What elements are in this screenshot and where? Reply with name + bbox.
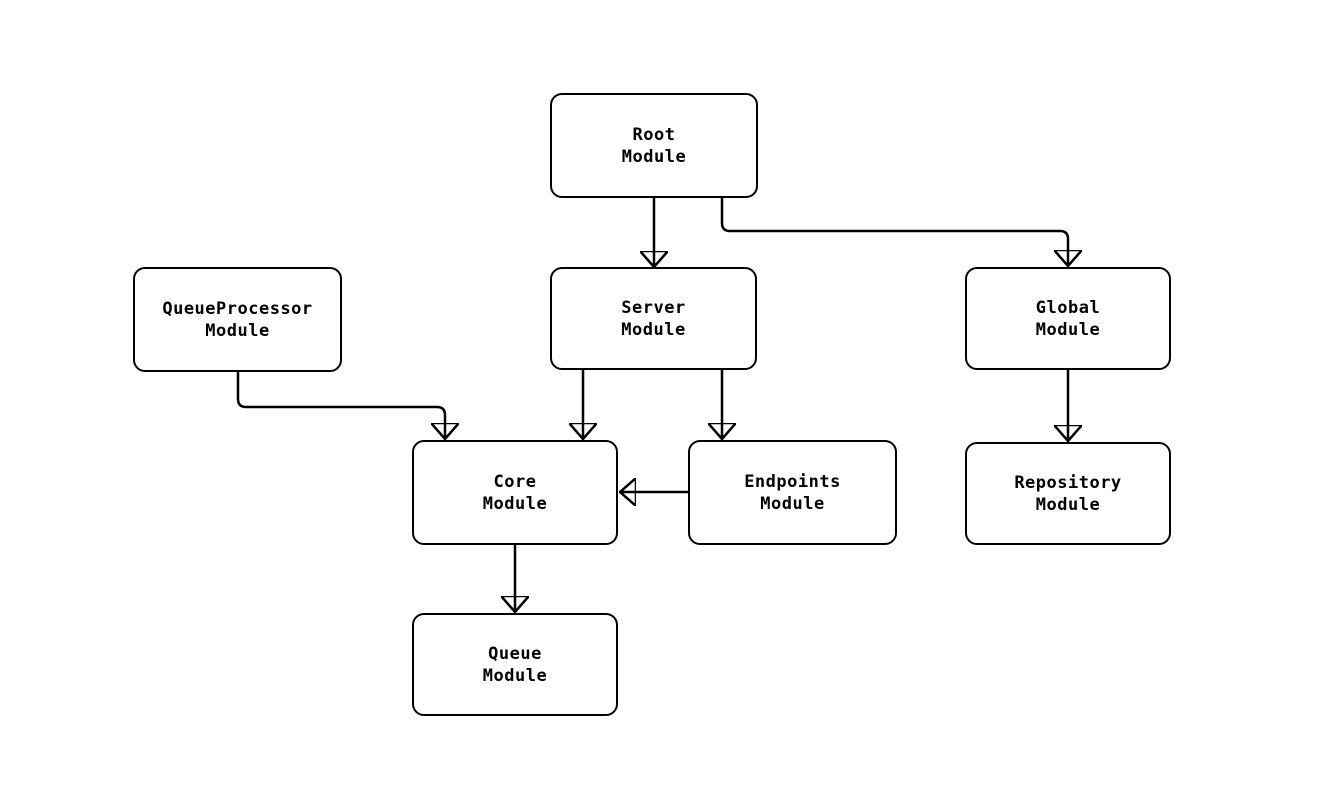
node-endpoints-module: Endpoints Module xyxy=(688,440,897,545)
node-global-module: Global Module xyxy=(965,267,1171,370)
node-core-module: Core Module xyxy=(412,440,618,545)
node-queue-module: Queue Module xyxy=(412,613,618,716)
node-label-line: QueueProcessor xyxy=(162,298,313,319)
node-label-line: Queue xyxy=(488,643,542,664)
node-label-line: Endpoints xyxy=(744,471,841,492)
edge-queueprocessor-to-core xyxy=(236,370,445,438)
node-label-line: Module xyxy=(482,493,548,514)
node-server-module: Server Module xyxy=(550,267,757,370)
node-label-line: Global xyxy=(1035,297,1101,318)
node-label-line: Module xyxy=(1035,494,1101,515)
node-label-line: Module xyxy=(621,146,687,167)
node-label-line: Core xyxy=(493,471,537,492)
node-queueprocessor-module: QueueProcessor Module xyxy=(133,267,342,372)
node-label-line: Module xyxy=(205,320,270,341)
node-root-module: Root Module xyxy=(550,93,758,198)
node-repository-module: Repository Module xyxy=(965,442,1171,545)
node-label-line: Module xyxy=(482,665,548,686)
node-label-line: Module xyxy=(760,493,825,514)
node-label-line: Server xyxy=(621,297,686,318)
node-label-line: Module xyxy=(1035,319,1101,340)
node-label-line: Root xyxy=(632,124,676,145)
edge-root-to-global xyxy=(720,196,1068,265)
node-label-line: Repository xyxy=(1014,472,1122,493)
node-label-line: Module xyxy=(621,319,686,340)
